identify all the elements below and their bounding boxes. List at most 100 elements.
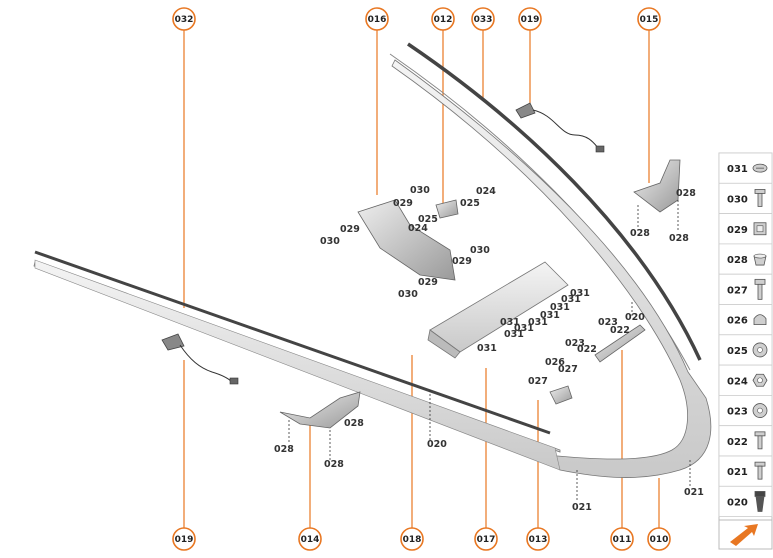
svg-text:019: 019 xyxy=(175,535,194,545)
legend-code: 022 xyxy=(727,437,748,448)
callout-016[interactable]: 016 xyxy=(365,7,389,31)
label-028-f: 028 xyxy=(324,459,344,470)
legend-row-023[interactable]: 023 xyxy=(718,394,773,427)
bracket-013 xyxy=(549,385,573,405)
next-page-arrow-icon[interactable] xyxy=(718,519,773,550)
label-031-i: 031 xyxy=(477,343,497,354)
fastener-legend: 031 030 029 028 027 026 025 024 023 022 021 020 xyxy=(718,152,773,550)
svg-text:014: 014 xyxy=(301,535,320,545)
label-024-a: 024 xyxy=(408,223,428,234)
label-028-b: 028 xyxy=(630,228,650,239)
legend-row-026[interactable]: 026 xyxy=(718,304,773,336)
bracket-015 xyxy=(633,159,681,213)
screw-icon xyxy=(754,189,766,207)
push-nut-icon xyxy=(753,253,767,266)
svg-text:017: 017 xyxy=(477,535,496,545)
label-028-a: 028 xyxy=(676,188,696,199)
label-021-a: 021 xyxy=(572,502,592,513)
legend-code: 030 xyxy=(727,194,748,205)
washer-icon xyxy=(752,403,768,418)
label-031-e: 031 xyxy=(528,317,548,328)
legend-code: 031 xyxy=(727,164,748,175)
label-031-d: 031 xyxy=(540,310,560,321)
label-020-b: 020 xyxy=(427,439,447,450)
legend-row-030[interactable]: 030 xyxy=(718,182,773,215)
label-021-b: 021 xyxy=(684,487,704,498)
push-rivet-icon xyxy=(754,491,766,512)
label-031-f: 031 xyxy=(500,317,520,328)
callout-015[interactable]: 015 xyxy=(637,7,661,31)
label-030-a: 030 xyxy=(410,185,430,196)
legend-code: 020 xyxy=(727,497,748,508)
label-029-b: 029 xyxy=(340,224,360,235)
callout-033[interactable]: 033 xyxy=(471,7,495,31)
legend-row-025[interactable]: 025 xyxy=(718,334,773,366)
label-026: 026 xyxy=(545,357,565,368)
label-024-b: 024 xyxy=(476,186,496,197)
callout-032[interactable]: 032 xyxy=(172,7,196,31)
label-027-b: 027 xyxy=(528,376,548,387)
label-031-b: 031 xyxy=(561,294,581,305)
legend-row-028[interactable]: 028 xyxy=(718,243,773,275)
svg-text:012: 012 xyxy=(434,15,453,25)
bracket-014 xyxy=(279,391,361,429)
part-number-labels: 030 029 030 029 024 030 029 030 029 025 … xyxy=(274,185,704,513)
label-023-b: 023 xyxy=(565,338,585,349)
legend-row-029[interactable]: 029 xyxy=(718,213,773,245)
sensor-cable-019-bottom xyxy=(161,333,239,385)
washer-icon xyxy=(752,342,768,358)
callout-019-bottom[interactable]: 019 xyxy=(172,527,196,551)
callout-018[interactable]: 018 xyxy=(400,527,424,551)
label-029-d: 029 xyxy=(418,277,438,288)
callout-011[interactable]: 011 xyxy=(610,527,634,551)
legend-row-024[interactable]: 024 xyxy=(718,364,773,396)
callouts-bottom: 019 014 018 017 013 011 010 xyxy=(172,527,671,551)
svg-text:015: 015 xyxy=(640,15,659,25)
legend-code: 025 xyxy=(727,346,748,357)
bracket-016 xyxy=(357,199,456,281)
svg-text:013: 013 xyxy=(529,535,548,545)
svg-text:016: 016 xyxy=(368,15,387,25)
label-022-b: 022 xyxy=(577,344,597,355)
callout-017[interactable]: 017 xyxy=(474,527,498,551)
legend-code: 024 xyxy=(727,376,748,387)
label-031-a: 031 xyxy=(570,288,590,299)
legend-row-021[interactable]: 021 xyxy=(718,455,773,487)
callout-014[interactable]: 014 xyxy=(298,527,322,551)
legend-row-031[interactable]: 031 xyxy=(718,152,773,184)
clip-012 xyxy=(435,199,459,219)
svg-text:010: 010 xyxy=(650,535,669,545)
label-023-a: 023 xyxy=(598,317,618,328)
cap-nut-icon xyxy=(753,314,767,326)
legend-code: 028 xyxy=(727,255,748,266)
callouts-top: 032 016 012 033 019 015 xyxy=(172,7,661,31)
callout-013[interactable]: 013 xyxy=(526,527,550,551)
hex-nut-icon xyxy=(752,373,768,387)
label-031-h: 031 xyxy=(504,329,524,340)
legend-row-020[interactable]: 020 xyxy=(718,485,773,517)
callout-012[interactable]: 012 xyxy=(431,7,455,31)
legend-code: 027 xyxy=(727,285,748,296)
flat-clip-icon xyxy=(752,163,768,173)
label-030-b: 030 xyxy=(320,236,340,247)
label-028-c: 028 xyxy=(669,233,689,244)
callout-019-top[interactable]: 019 xyxy=(518,7,542,31)
bolt-icon xyxy=(754,278,766,300)
label-025-a: 025 xyxy=(418,214,438,225)
svg-text:018: 018 xyxy=(403,535,422,545)
label-028-d: 028 xyxy=(344,418,364,429)
svg-text:033: 033 xyxy=(474,15,493,25)
label-030-c: 030 xyxy=(470,245,490,256)
label-031-g: 031 xyxy=(514,323,534,334)
legend-code: 023 xyxy=(727,407,748,418)
legend-row-022[interactable]: 022 xyxy=(718,425,773,457)
legend-code: 021 xyxy=(727,467,748,478)
sensor-cable-019-top xyxy=(515,102,605,153)
legend-row-027[interactable]: 027 xyxy=(718,273,773,305)
label-020-a: 020 xyxy=(625,312,645,323)
callout-010[interactable]: 010 xyxy=(647,527,671,551)
speed-nut-icon xyxy=(753,222,767,236)
label-025-b: 025 xyxy=(460,198,480,209)
label-029-c: 029 xyxy=(452,256,472,267)
